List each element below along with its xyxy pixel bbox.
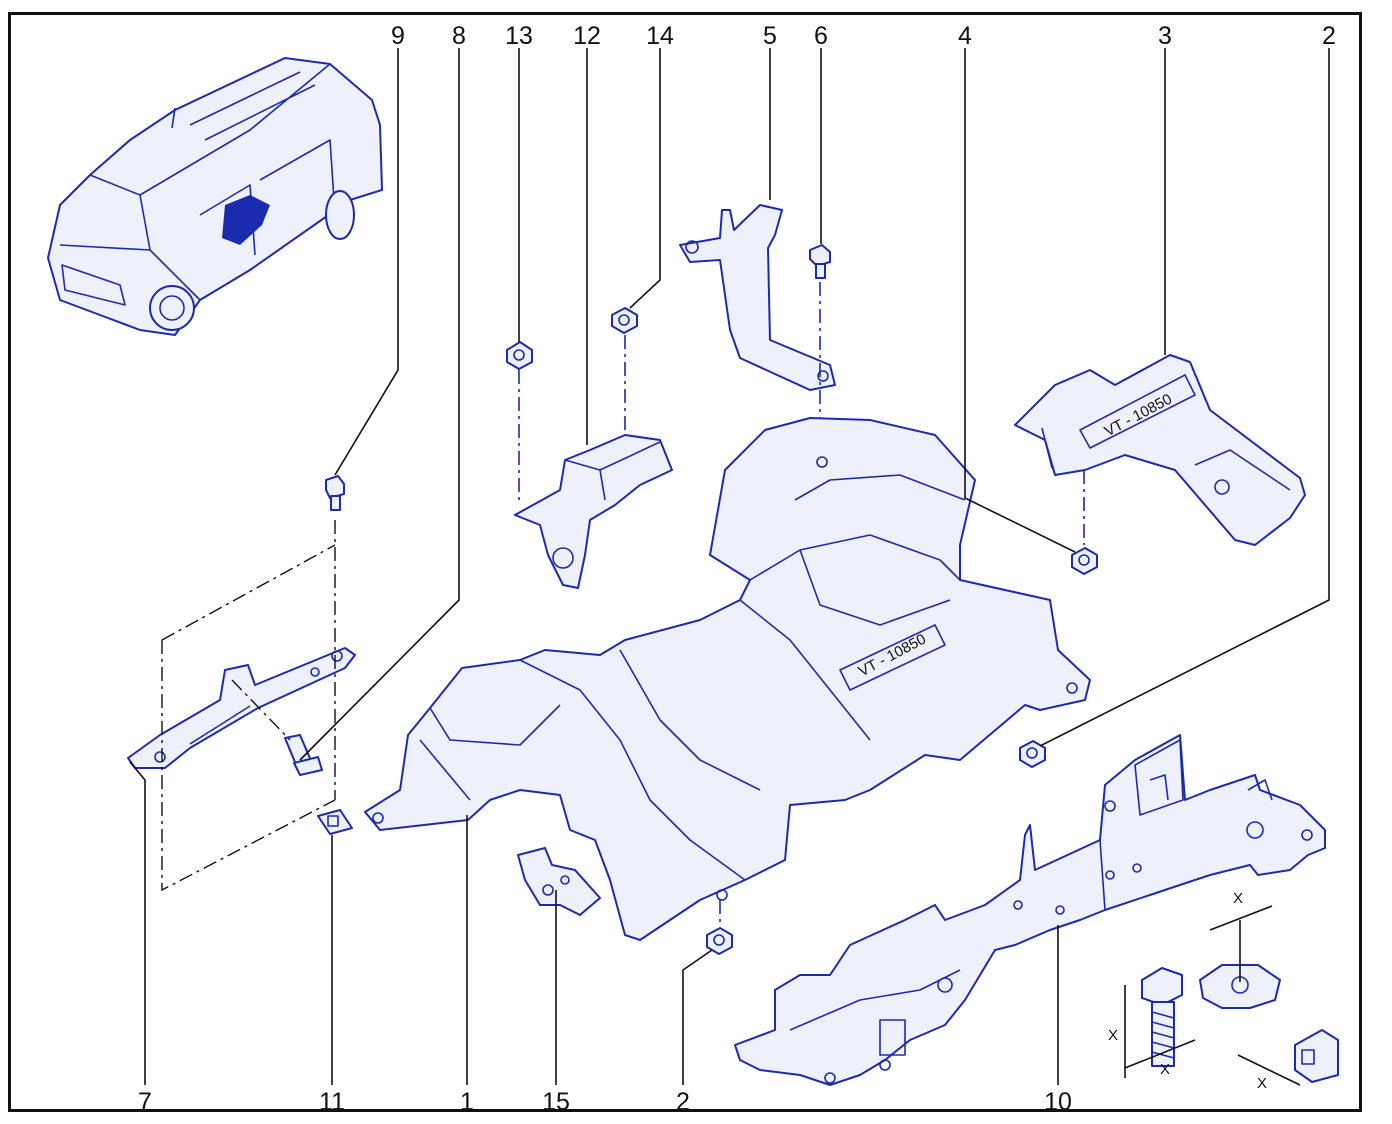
callout-12: 12 <box>573 22 601 50</box>
part-3-heat-shield-plate: VT - 10850 <box>1014 354 1306 546</box>
part-4-nut <box>1071 470 1098 575</box>
callout-5: 5 <box>763 22 777 50</box>
part-12-heat-shield-bracket <box>514 434 673 589</box>
dimension-detail-bolt: X X <box>1108 967 1196 1078</box>
diagram-frame <box>8 12 1362 1112</box>
callout-11: 11 <box>319 1088 345 1116</box>
callouts-top: 9 8 13 12 14 5 6 4 3 2 <box>391 22 1336 50</box>
assembly-lines-left <box>161 520 336 892</box>
part-1-main-heat-shield: VT - 10850 <box>364 417 1091 941</box>
callout-9: 9 <box>391 22 405 50</box>
callout-13: 13 <box>505 22 533 50</box>
part-10-crossmember <box>734 734 1326 1086</box>
part-9-bolt <box>325 475 345 511</box>
callouts-bottom: 7 11 1 15 2 10 <box>138 1088 1072 1116</box>
dimension-x-nut: X <box>1233 890 1243 907</box>
callout-8: 8 <box>452 22 466 50</box>
part-2-nut-right <box>1019 740 1046 768</box>
callout-4: 4 <box>958 22 972 50</box>
part-2-nut-lower <box>706 900 733 955</box>
callout-2-bottom: 2 <box>676 1088 690 1116</box>
part-15-small-bracket <box>517 847 601 916</box>
callout-15: 15 <box>542 1088 570 1116</box>
callout-14: 14 <box>646 22 674 50</box>
part-7-bracket-plate <box>127 647 356 769</box>
callout-1: 1 <box>460 1088 474 1116</box>
callout-10: 10 <box>1044 1088 1072 1116</box>
callout-3: 3 <box>1158 22 1172 50</box>
dimension-x-bolt-height: X <box>1108 1027 1118 1044</box>
part-14-nut <box>611 307 638 435</box>
part-11-clip-nut <box>317 809 353 835</box>
dimension-detail-nut: X <box>1199 890 1281 1009</box>
callout-2-top: 2 <box>1322 22 1336 50</box>
part-8-screw <box>284 734 323 776</box>
dimension-x-clip: X <box>1257 1075 1267 1092</box>
van-illustration <box>47 57 383 336</box>
part-13-nut <box>506 341 533 500</box>
dimension-x-bolt-width: X <box>1160 1061 1170 1078</box>
callout-6: 6 <box>814 22 828 50</box>
callout-7: 7 <box>138 1088 152 1116</box>
part-5-bracket <box>679 204 836 391</box>
leader-lines <box>129 48 1330 1085</box>
dimension-detail-clip: X <box>1237 1029 1339 1092</box>
